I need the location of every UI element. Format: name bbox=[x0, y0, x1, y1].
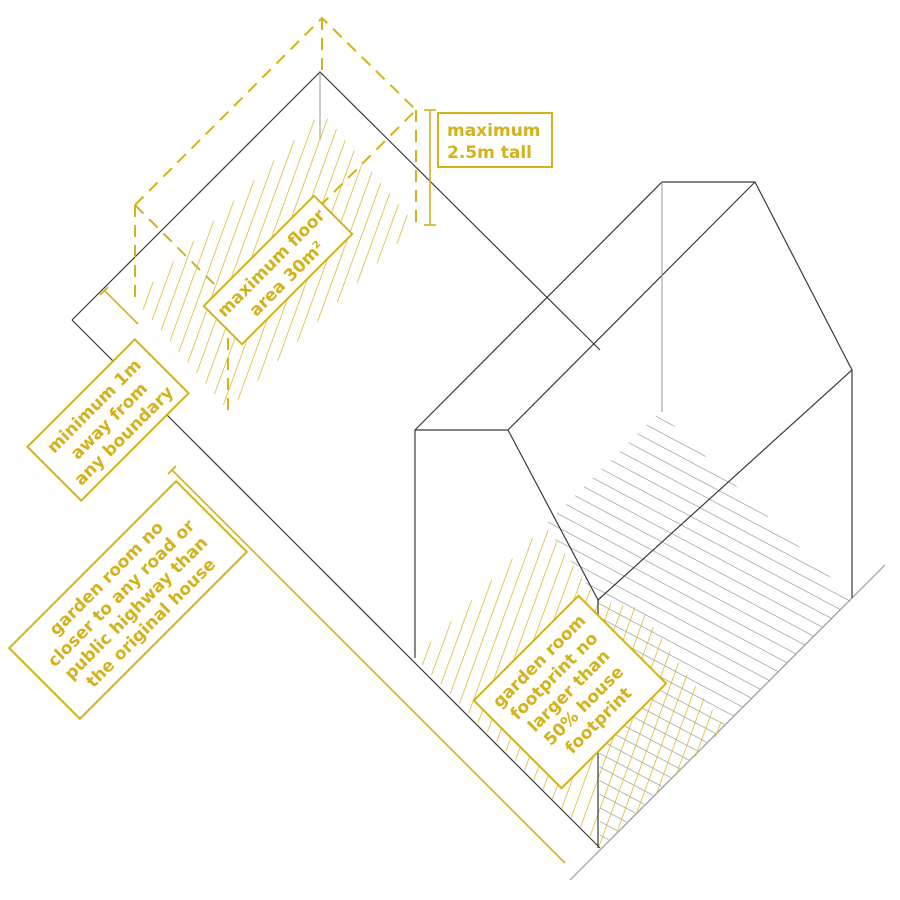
dimension-marks bbox=[99, 109, 566, 864]
max-height-label: maximum 2.5m tall bbox=[437, 112, 553, 168]
max-height-line-2: 2.5m tall bbox=[447, 143, 532, 163]
road-rule-label: garden room no closer to any road or pub… bbox=[7, 479, 249, 721]
max-height-line-1: maximum bbox=[447, 121, 541, 141]
min-distance-label: minimum 1m away from any boundary bbox=[25, 337, 191, 503]
ground-line bbox=[569, 564, 886, 881]
